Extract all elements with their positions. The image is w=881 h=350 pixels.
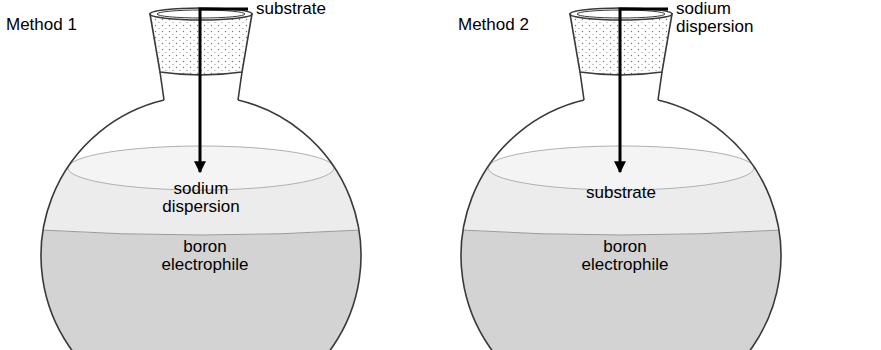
method-label: Method 2 bbox=[458, 16, 568, 34]
layer-label: boron electrophile bbox=[145, 238, 265, 274]
layer-label: sodium dispersion bbox=[141, 180, 261, 216]
reagent-label: substrate bbox=[256, 0, 366, 18]
method-label: Method 1 bbox=[6, 16, 116, 34]
layer-label: substrate bbox=[561, 184, 681, 202]
reagent-label: sodium dispersion bbox=[676, 0, 776, 36]
layer-label: boron electrophile bbox=[565, 238, 685, 274]
